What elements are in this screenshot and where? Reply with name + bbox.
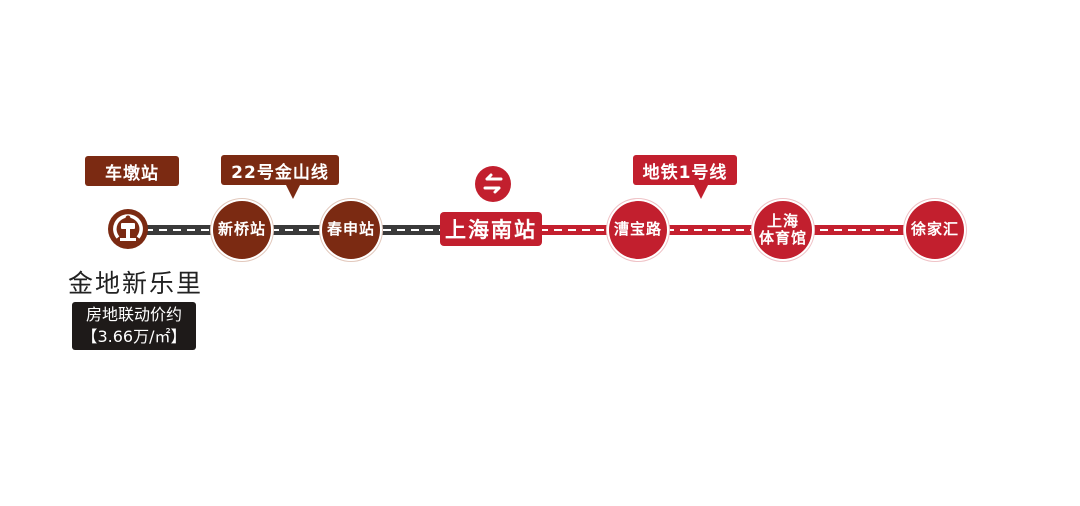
track-dash	[540, 229, 935, 231]
railway-station-icon	[108, 209, 148, 249]
line-tag-jinshan: 22号金山线	[221, 155, 339, 199]
station-shanghai-stadium[interactable]: 上海 体育馆	[754, 201, 812, 259]
station-label-line2: 体育馆	[758, 229, 807, 247]
price-box: 房地联动价约 【3.66万/㎡】	[72, 302, 196, 350]
station-label: 漕宝路	[613, 220, 662, 239]
station-xujiahui[interactable]: 徐家汇	[906, 201, 964, 259]
station-caobao-road[interactable]: 漕宝路	[609, 201, 667, 259]
origin-station-label: 车墩站	[105, 163, 159, 184]
station-label-line1: 上海	[766, 211, 799, 230]
line-tag-line1: 地铁1号线	[633, 155, 737, 199]
track-dash	[145, 229, 440, 231]
price-value: 【3.66万/㎡】	[81, 327, 187, 346]
station-label: 上海南站	[445, 218, 537, 242]
track-segment-jinshan	[145, 225, 440, 235]
station-label: 春申站	[326, 220, 375, 239]
origin-station-tag: 车墩站	[85, 156, 179, 186]
station-label: 新桥站	[217, 220, 266, 239]
railway-logo-icon	[113, 214, 143, 241]
tag-pointer	[693, 183, 709, 199]
line-name-jinshan: 22号金山线	[231, 162, 329, 183]
tag-pointer	[285, 183, 301, 199]
station-label: 徐家汇	[910, 220, 959, 239]
transfer-icon	[475, 166, 511, 202]
swap-arrows-icon	[483, 173, 503, 194]
station-xinqiao[interactable]: 新桥站	[213, 201, 271, 259]
track-segment-line1	[540, 225, 935, 235]
station-chunshen[interactable]: 春申站	[322, 201, 380, 259]
price-label: 房地联动价约	[85, 305, 182, 324]
project-name: 金地新乐里	[68, 269, 204, 298]
station-shanghai-south[interactable]: 上海南站	[440, 212, 542, 246]
line-name-line1: 地铁1号线	[642, 162, 728, 183]
